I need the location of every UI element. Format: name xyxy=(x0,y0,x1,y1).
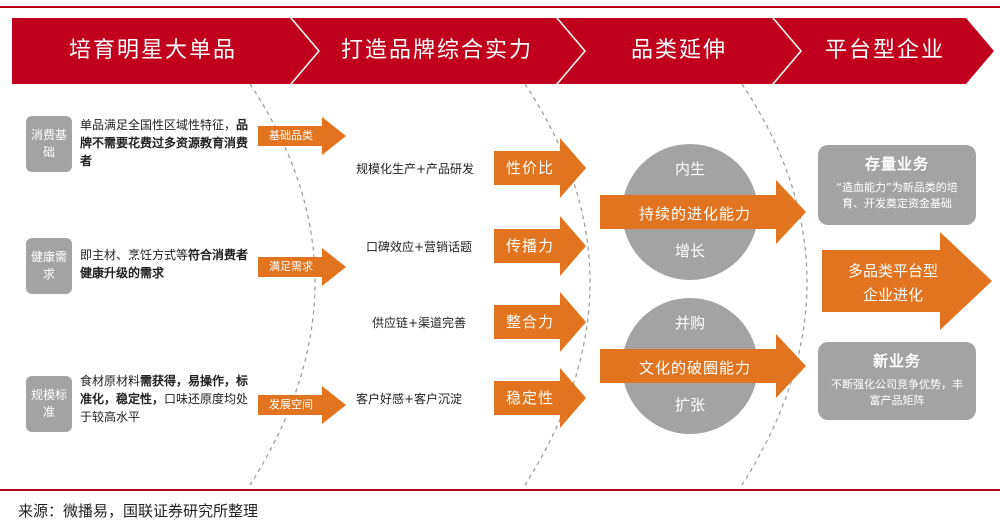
stage-chevron-1 xyxy=(12,18,318,84)
stage-label-1: 培育明星大单品 xyxy=(68,38,237,63)
arrow-label-base-category: 基础品类 xyxy=(269,129,313,142)
mid-arrow-2 xyxy=(494,216,586,276)
mid-text-3: 供应链+渠道完善 xyxy=(372,316,467,330)
new-business-box: 新业务 不断强化公司竞争优势，丰富产品矩阵 xyxy=(818,342,976,420)
circle-arrow-2 xyxy=(600,334,806,398)
new-business-title: 新业务 xyxy=(872,352,921,370)
stage-chevron-3 xyxy=(558,18,800,84)
mid-text-2: 口碑效应+营销话题 xyxy=(366,240,473,254)
mid-arrow-3 xyxy=(494,292,586,352)
circle-1-bottom-text: 增长 xyxy=(674,242,705,260)
dashed-divider-3 xyxy=(741,83,808,486)
stage-label-4: 平台型企业 xyxy=(824,38,945,63)
arrow-label-meet-demand: 满足需求 xyxy=(269,260,313,273)
new-business-desc: 不断强化公司竞争优势，丰富产品矩阵 xyxy=(831,378,963,407)
label-communication: 传播力 xyxy=(505,237,554,255)
stage-label-2: 打造品牌综合实力 xyxy=(340,38,533,63)
dashed-divider-1 xyxy=(249,83,316,486)
label-integration: 整合力 xyxy=(505,313,554,331)
circle-1-top-text: 内生 xyxy=(674,160,705,178)
circle-2-arrow-text: 文化的破圈能力 xyxy=(638,359,751,377)
left-arrow-1 xyxy=(258,117,346,155)
bottom-rule xyxy=(0,489,1000,491)
tag-scale-standard: 规模标准 xyxy=(26,376,72,432)
source-note: 来源：微播易，国联证券研究所整理 xyxy=(18,502,259,520)
tag-consumer-base: 消费基础 xyxy=(26,116,72,172)
mid-text-1: 规模化生产+产品研发 xyxy=(356,162,475,176)
mid-arrow-1 xyxy=(494,138,586,198)
dashed-divider-2 xyxy=(524,83,591,486)
existing-business-desc: “造血能力”为新品类的培育、开发奠定资金基础 xyxy=(836,181,958,210)
label-cost-performance: 性价比 xyxy=(505,159,554,177)
desc-health-demand: 即主材、烹饪方式等符合消费者健康升级的需求 xyxy=(80,248,249,280)
mid-arrow-4 xyxy=(494,368,586,428)
desc-scale-standard: 食材原材料需获得，易操作，标准化，稳定性，口味还原度均处于较高水平 xyxy=(80,374,249,424)
circle-arrow-1 xyxy=(600,180,806,244)
tag-health-demand: 健康需求 xyxy=(26,238,72,294)
top-rule xyxy=(0,6,1000,8)
stage-chevron-4 xyxy=(774,18,994,84)
circle-1-arrow-text: 持续的进化能力 xyxy=(638,205,751,223)
desc-consumer-base: 单品满足全国性区域性特征，品牌不需要花费过多资源教育消费者 xyxy=(80,118,249,168)
label-stability: 稳定性 xyxy=(505,389,554,407)
arrow-label-growth-space: 发展空间 xyxy=(269,398,313,411)
existing-business-title: 存量业务 xyxy=(864,155,929,173)
existing-business-box: 存量业务 “造血能力”为新品类的培育、开发奠定资金基础 xyxy=(818,145,976,225)
circle-2-top-text: 并购 xyxy=(674,314,705,332)
stage-label-3: 品类延伸 xyxy=(630,38,727,63)
platform-arrow-text: 多品类平台型企业进化 xyxy=(847,262,938,304)
stage-banner xyxy=(12,18,994,84)
stage-chevron-2 xyxy=(292,18,584,84)
mid-text-4: 客户好感+客户沉淀 xyxy=(356,392,463,406)
left-arrow-2 xyxy=(258,248,346,286)
circle-2-bottom-text: 扩张 xyxy=(674,396,705,414)
platform-arrow xyxy=(822,232,992,330)
left-arrow-3 xyxy=(258,386,346,424)
